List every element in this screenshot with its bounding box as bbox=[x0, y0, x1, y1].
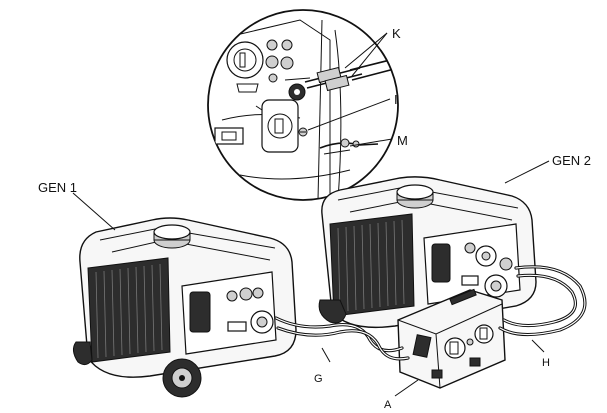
generator-1 bbox=[72, 217, 297, 398]
label-m: M bbox=[397, 133, 408, 148]
label-gen1: GEN 1 bbox=[38, 180, 77, 195]
label-a: A bbox=[384, 399, 392, 411]
detail-screw-i bbox=[298, 127, 308, 137]
parallel-kit-box bbox=[397, 288, 506, 389]
gen2-wheels bbox=[318, 299, 347, 324]
detail-lower-socket bbox=[214, 127, 244, 145]
detail-outlet-cover bbox=[255, 99, 299, 153]
label-k: K bbox=[392, 26, 401, 41]
detail-knobs bbox=[265, 39, 294, 83]
gen2-control-panel bbox=[423, 223, 521, 305]
callout-labels: K I M GEN 2 GEN 1 G H A bbox=[38, 26, 591, 411]
detail-outlet-top bbox=[226, 41, 264, 93]
gen1-wheels bbox=[72, 341, 202, 398]
kit-outlets bbox=[444, 324, 494, 359]
gen2-fuel-cap bbox=[396, 184, 434, 209]
callout-leaders bbox=[72, 32, 550, 397]
generator-2 bbox=[318, 176, 537, 329]
gen1-fuel-cap bbox=[153, 224, 191, 249]
label-h: H bbox=[542, 357, 550, 369]
detail-parallel-socket bbox=[284, 77, 311, 101]
label-gen2: GEN 2 bbox=[552, 153, 591, 168]
detail-magnifier bbox=[207, 9, 399, 201]
label-g: G bbox=[314, 373, 323, 385]
parallel-cables bbox=[274, 265, 587, 361]
gen1-control-panel bbox=[181, 271, 277, 355]
label-i: I bbox=[394, 92, 398, 107]
gen1-grille bbox=[87, 257, 171, 363]
gen2-grille bbox=[329, 213, 415, 317]
